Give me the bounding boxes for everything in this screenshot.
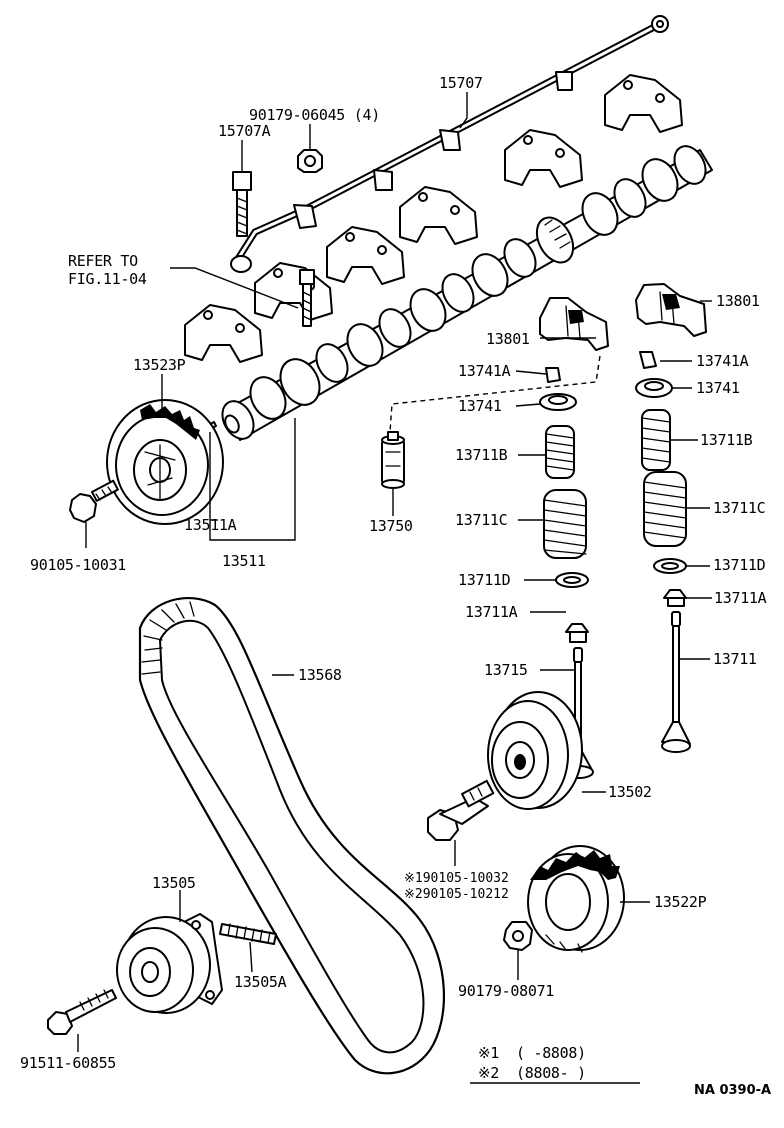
assembly-dashed-line: [389, 355, 601, 433]
legend-mark-1: ※1: [478, 1044, 499, 1062]
legend-mark-2: ※2: [478, 1064, 499, 1082]
label-13711[interactable]: 13711: [713, 650, 757, 668]
outer-spring-13711C-left[interactable]: [543, 489, 587, 559]
label-90179-08071[interactable]: 90179-08071: [458, 982, 555, 1000]
stem-seal-13711A-left[interactable]: [565, 623, 589, 643]
idler-bolt-90105-10032[interactable]: [427, 779, 495, 841]
label-13801-left[interactable]: 13801: [486, 330, 530, 348]
diagram-code: NA 0390-A: [694, 1083, 771, 1098]
bolt-91511-60855[interactable]: [47, 989, 117, 1035]
idler-pulley-13502[interactable]: [487, 691, 583, 810]
cap-stud-bolt: [299, 269, 315, 327]
label-13741-left[interactable]: 13741: [458, 397, 502, 415]
label-13522P[interactable]: 13522P: [654, 893, 707, 911]
label-13502[interactable]: 13502: [608, 783, 652, 801]
label-15707[interactable]: 15707: [439, 74, 483, 92]
tension-spring-13505A[interactable]: [219, 923, 277, 945]
oil-delivery-pipe-15707[interactable]: [230, 15, 669, 273]
part-labels: 15707 90179-06045 (4) 15707A REFER TO FI…: [20, 74, 767, 1072]
label-13750[interactable]: 13750: [369, 517, 413, 535]
timing-belt-13568[interactable]: [138, 597, 446, 1075]
label-13711B-left[interactable]: 13711B: [455, 446, 508, 464]
label-90179-06045[interactable]: 90179-06045 (4): [249, 106, 380, 124]
label-13568[interactable]: 13568: [298, 666, 342, 684]
camshaft-13511[interactable]: [216, 141, 713, 444]
label-13711A-left[interactable]: 13711A: [465, 603, 518, 621]
label-refer-to: REFER TO: [68, 252, 138, 270]
inner-spring-13711B-right[interactable]: [641, 409, 671, 471]
stem-seal-13711A-right[interactable]: [663, 589, 687, 607]
label-13801-right[interactable]: 13801: [716, 292, 760, 310]
label-13741-right[interactable]: 13741: [696, 379, 740, 397]
valve-stack-right: [635, 351, 691, 753]
legend-range-2: (8808- ): [516, 1064, 586, 1082]
label-13523P[interactable]: 13523P: [133, 356, 186, 374]
label-13505[interactable]: 13505: [152, 874, 196, 892]
label-13715[interactable]: 13715: [484, 661, 528, 679]
label-13741A-right[interactable]: 13741A: [696, 352, 749, 370]
tensioner-pulley-13505[interactable]: [116, 913, 223, 1014]
nut-90179-08071[interactable]: [503, 921, 533, 951]
union-bolt-15707A[interactable]: [232, 171, 252, 237]
spring-seat-13711D-left[interactable]: [555, 572, 589, 588]
label-15707A[interactable]: 15707A: [218, 122, 271, 140]
label-13711C-right[interactable]: 13711C: [713, 499, 766, 517]
label-13711D-right[interactable]: 13711D: [713, 556, 766, 574]
label-13711D-left[interactable]: 13711D: [458, 571, 511, 589]
crankshaft-timing-pulley-13522P[interactable]: [527, 845, 625, 953]
spring-seat-13711D-right[interactable]: [653, 558, 687, 574]
label-13741A-left[interactable]: 13741A: [458, 362, 511, 380]
label-refer-fig[interactable]: FIG.11-04: [68, 270, 147, 288]
leader-lines: [77, 92, 712, 1084]
camshaft-lobes: [221, 145, 707, 440]
bolt-90105-10031[interactable]: [69, 479, 119, 523]
production-date-legend: ※1 ( -8808) ※2 (8808- ): [478, 1044, 586, 1082]
label-13711C-left[interactable]: 13711C: [455, 511, 508, 529]
inner-spring-13711B-left[interactable]: [545, 425, 575, 479]
spring-retainer-13741-left[interactable]: [539, 393, 577, 411]
legend-range-1: ( -8808): [516, 1044, 586, 1062]
rocker-arm-13801-left[interactable]: [539, 297, 609, 351]
valve-stack-left: [539, 367, 594, 779]
label-90105-10031[interactable]: 90105-10031: [30, 556, 127, 574]
label-90105-10212[interactable]: ※290105-10212: [404, 887, 509, 902]
label-13511A[interactable]: 13511A: [184, 516, 237, 534]
label-13711B-right[interactable]: 13711B: [700, 431, 753, 449]
nut-90179-06045[interactable]: [297, 149, 323, 173]
label-13505A[interactable]: 13505A: [234, 973, 287, 991]
lash-adjuster-13750[interactable]: [381, 431, 405, 489]
label-13711A-right[interactable]: 13711A: [714, 589, 767, 607]
camshaft-timing-pulley-13523P[interactable]: [106, 399, 224, 525]
retainer-lock-13741A-left[interactable]: [545, 367, 561, 383]
rocker-arm-13801-right[interactable]: [635, 283, 707, 337]
label-91511-60855[interactable]: 91511-60855: [20, 1054, 116, 1072]
retainer-lock-13741A-right[interactable]: [639, 351, 657, 369]
outer-spring-13711C-right[interactable]: [643, 471, 687, 547]
exhaust-valve-13711[interactable]: [661, 611, 691, 753]
label-90105-10032[interactable]: ※190105-10032: [404, 871, 509, 886]
label-13511[interactable]: 13511: [222, 552, 266, 570]
spring-retainer-13741-right[interactable]: [635, 378, 673, 398]
